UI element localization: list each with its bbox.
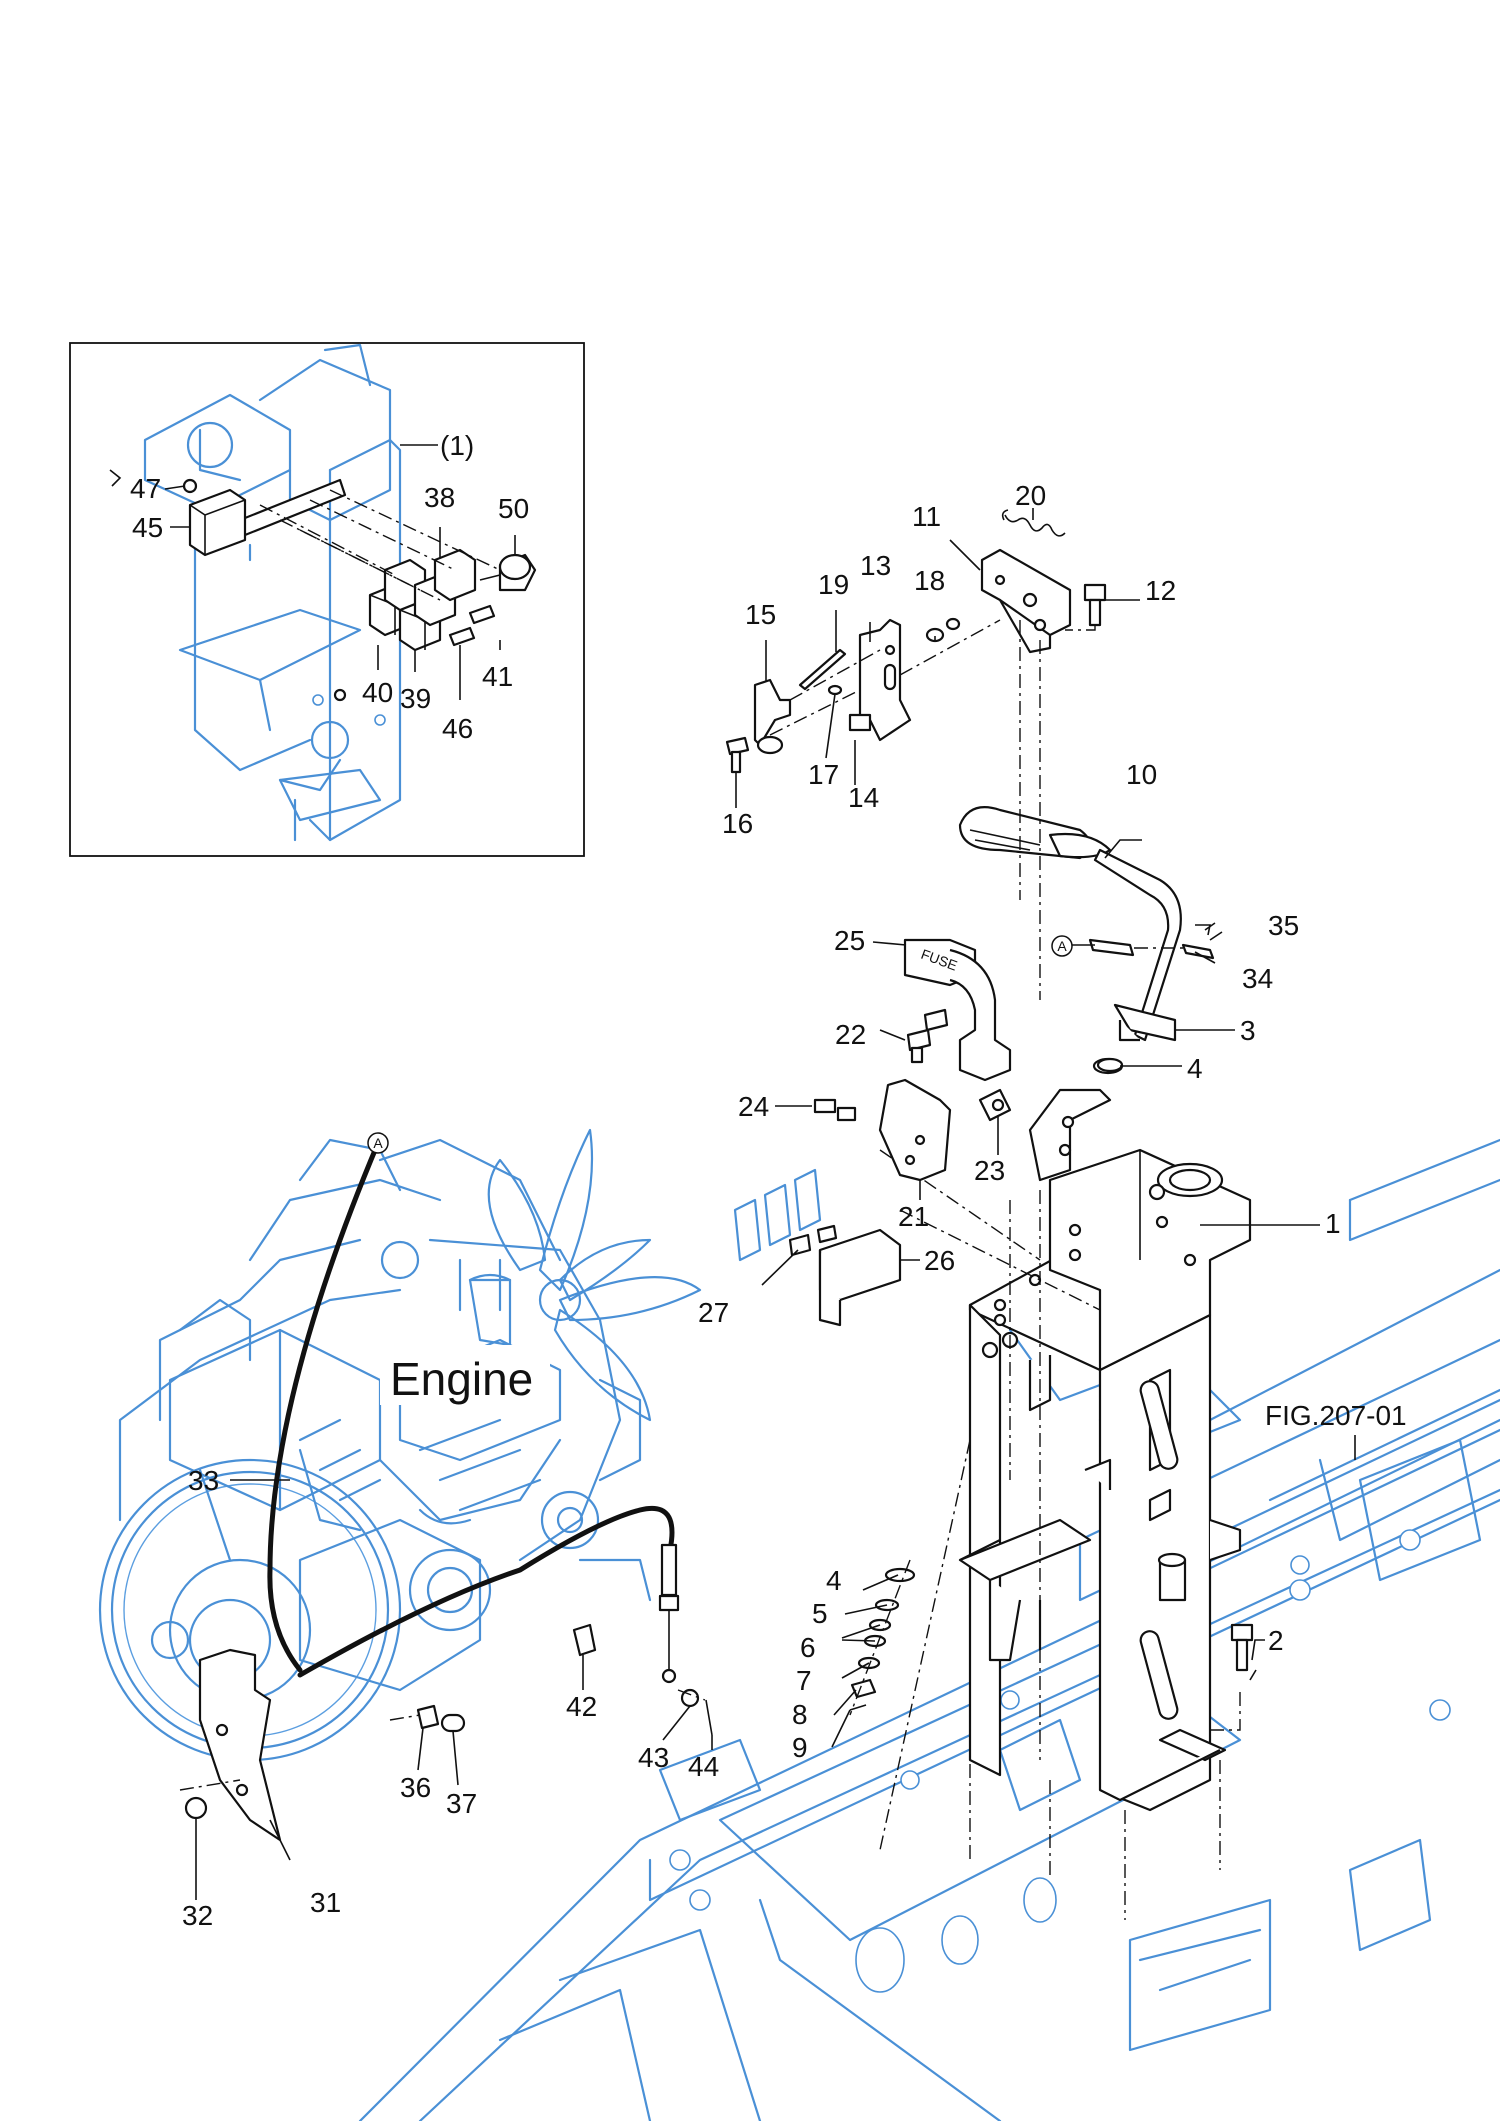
callout-3: 3 xyxy=(1240,1015,1256,1046)
engine-label-bg xyxy=(380,1345,550,1405)
callout-27: 27 xyxy=(698,1297,729,1328)
callout-26: 26 xyxy=(924,1245,955,1276)
callout-45: 45 xyxy=(132,512,163,543)
callout-41: 41 xyxy=(482,661,513,692)
callout-22: 22 xyxy=(835,1019,866,1050)
callout-39: 39 xyxy=(400,683,431,714)
callout-47: 47 xyxy=(130,473,161,504)
callout-9: 9 xyxy=(792,1732,808,1763)
connector-a-lever: A xyxy=(1051,935,1073,957)
engine-cable-parts xyxy=(179,1140,713,1842)
callout-13: 13 xyxy=(860,550,891,581)
callout-2: 2 xyxy=(1268,1625,1284,1656)
callout-33: 33 xyxy=(188,1465,219,1496)
callout-14: 14 xyxy=(848,782,879,813)
callout-32: 32 xyxy=(182,1900,213,1931)
figure-reference: FIG.207-01 xyxy=(1265,1400,1407,1431)
callout-23: 23 xyxy=(974,1155,1005,1186)
callout-44: 44 xyxy=(688,1751,719,1782)
callout-17: 17 xyxy=(808,759,839,790)
callout-21: 21 xyxy=(898,1201,929,1232)
callout-1: 1 xyxy=(1325,1208,1341,1239)
callout-38: 38 xyxy=(424,482,455,513)
callout-4-lower: 4 xyxy=(826,1565,842,1596)
callout-34: 34 xyxy=(1242,963,1273,994)
callout-25: 25 xyxy=(834,925,865,956)
callout-5: 5 xyxy=(812,1598,828,1629)
callout-50: 50 xyxy=(498,493,529,524)
engine-label: Engine xyxy=(390,1353,533,1405)
engine-illustration xyxy=(98,1128,702,1762)
callout-8: 8 xyxy=(792,1699,808,1730)
connector-a-label: A xyxy=(373,1135,383,1151)
callout-6: 6 xyxy=(800,1632,816,1663)
callout-1-ref: (1) xyxy=(440,430,474,461)
callout-12: 12 xyxy=(1145,575,1176,606)
callout-40: 40 xyxy=(362,677,393,708)
callout-35: 35 xyxy=(1268,910,1299,941)
connector-a-label: A xyxy=(1057,938,1067,954)
callout-16: 16 xyxy=(722,808,753,839)
callout-42: 42 xyxy=(566,1691,597,1722)
callout-24: 24 xyxy=(738,1091,769,1122)
chassis-frame xyxy=(358,1138,1500,2121)
callout-15: 15 xyxy=(745,599,776,630)
leader-lines xyxy=(164,444,1356,1900)
callout-19: 19 xyxy=(818,569,849,600)
callout-46: 46 xyxy=(442,713,473,744)
callout-37: 37 xyxy=(446,1788,477,1819)
callout-10: 10 xyxy=(1126,759,1157,790)
callout-31: 31 xyxy=(310,1887,341,1918)
callout-36: 36 xyxy=(400,1772,431,1803)
callout-4-upper: 4 xyxy=(1187,1053,1203,1084)
callout-11: 11 xyxy=(912,501,941,532)
callout-43: 43 xyxy=(638,1742,669,1773)
callout-20: 20 xyxy=(1015,480,1046,511)
callout-18: 18 xyxy=(914,565,945,596)
inset-relay-detail xyxy=(69,342,585,857)
connector-a-engine: A xyxy=(367,1132,389,1154)
callout-7: 7 xyxy=(796,1665,812,1696)
